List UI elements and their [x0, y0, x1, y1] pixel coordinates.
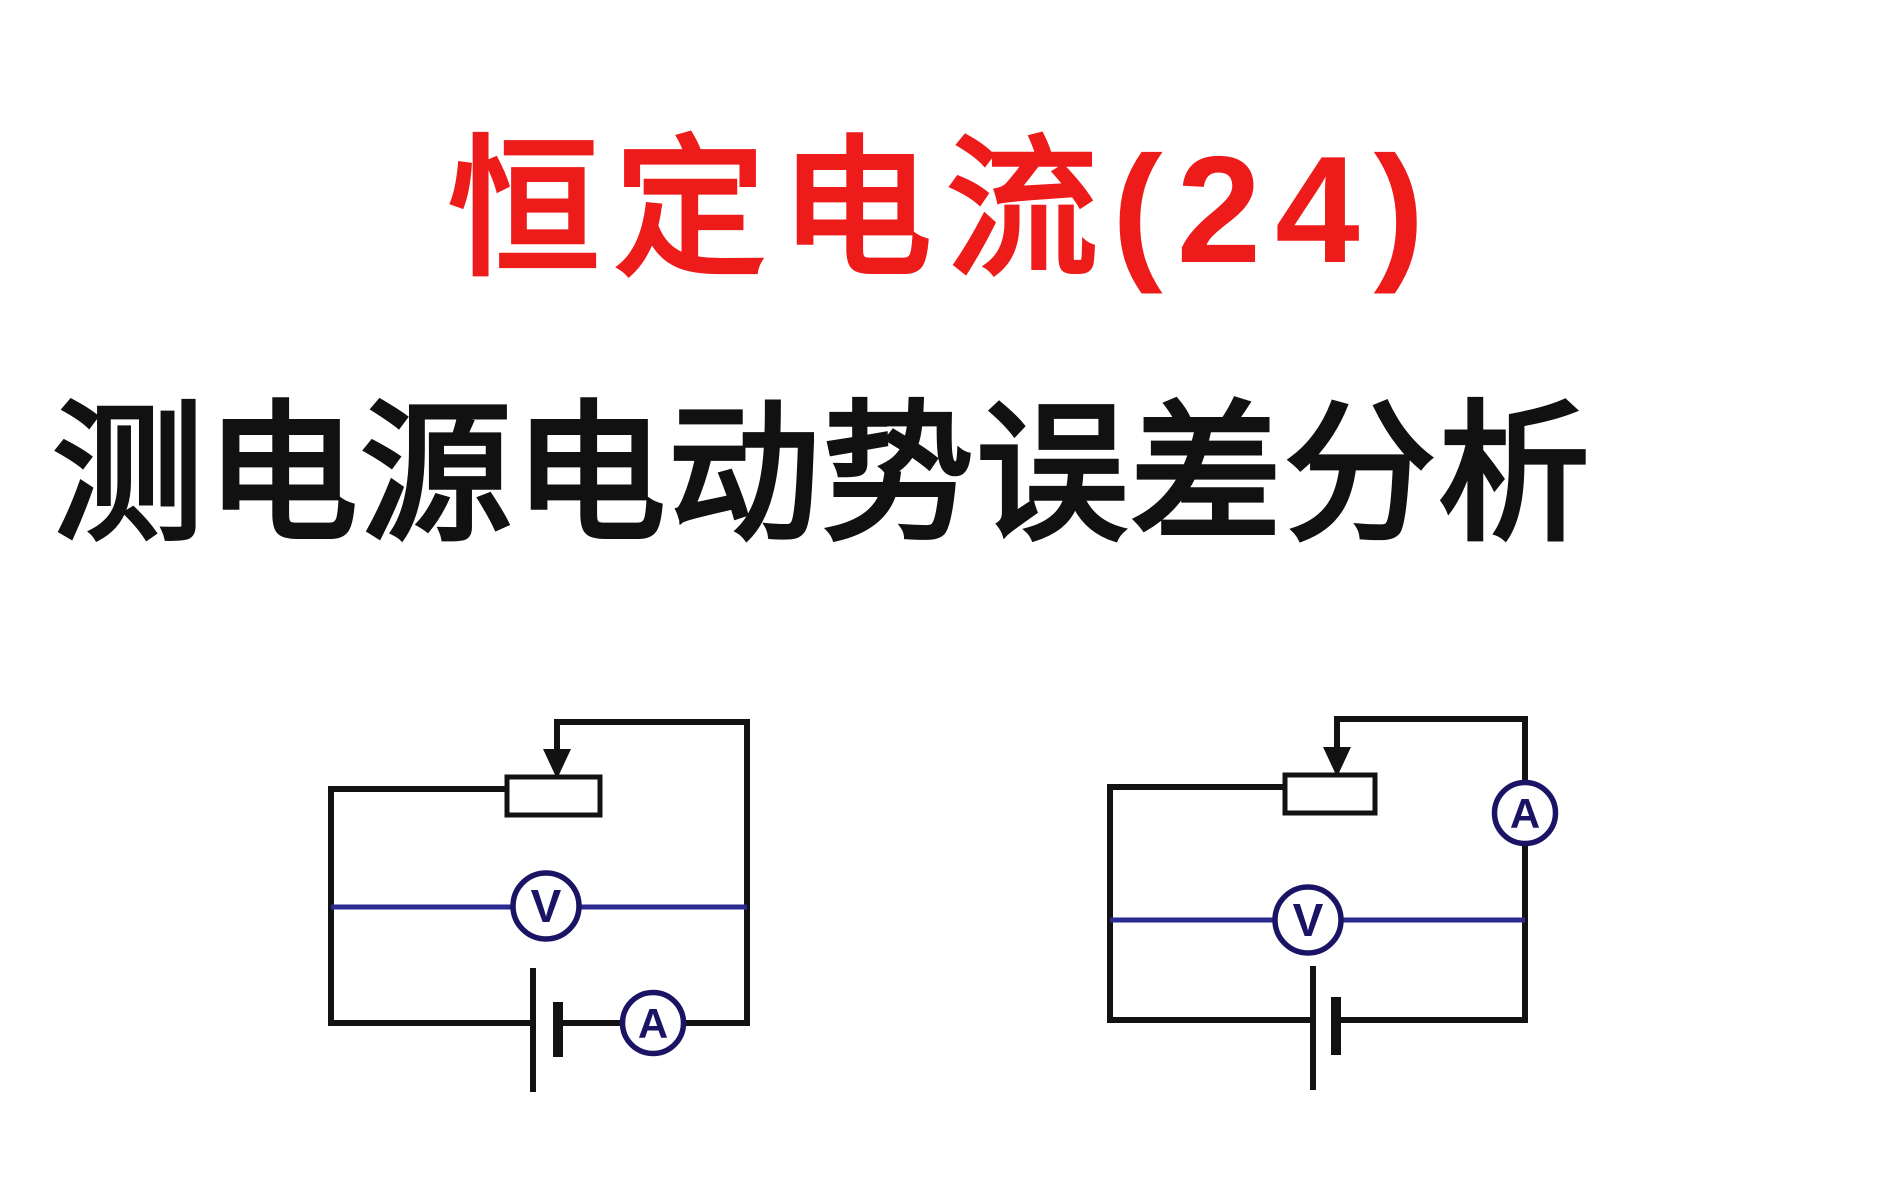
- slide-subtitle: 测电源电动势误差分析: [52, 390, 1592, 560]
- wiper-arrowhead-icon: [1323, 747, 1351, 777]
- left-loop-wire: [1107, 784, 1316, 1023]
- wiper-to-right-wire: [554, 719, 750, 1026]
- slide-title: 恒定电流(24): [448, 125, 1439, 295]
- wiper-arrowhead-icon: [543, 749, 571, 779]
- voltmeter-circle: [510, 870, 582, 942]
- ammeter-circle: [1491, 779, 1559, 847]
- circuit-left: V A: [328, 719, 750, 1092]
- voltmeter-label: V: [1293, 894, 1324, 946]
- ammeter-label: A: [638, 1000, 668, 1047]
- ammeter-circle: [619, 989, 687, 1057]
- rheostat-box: [504, 774, 603, 818]
- voltmeter-circle: [1272, 884, 1344, 956]
- ammeter-label: A: [1510, 790, 1540, 837]
- voltmeter-label: V: [531, 880, 562, 932]
- wiper-to-ammeter-wire: [1334, 716, 1528, 786]
- rheostat-box: [1282, 772, 1378, 816]
- battery-to-right-wire: [1333, 842, 1528, 1023]
- circuit-right: V A: [1107, 716, 1559, 1090]
